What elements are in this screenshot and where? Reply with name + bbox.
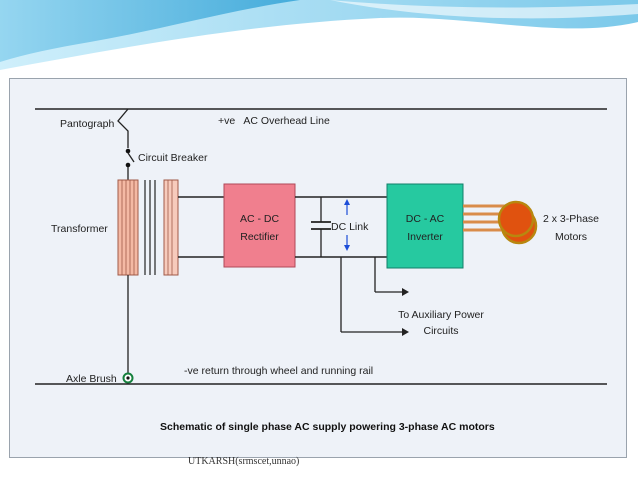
header-wave-front [0, 0, 300, 62]
aux-arrowhead-1 [402, 288, 409, 296]
breaker-contact-top [125, 148, 131, 154]
axle-brush-label: Axle Brush [66, 373, 117, 385]
return-line-label: -ve return through wheel and running rai… [184, 365, 373, 377]
inverter-block [386, 183, 464, 269]
motors-label-line2: Motors [555, 231, 587, 243]
axle-brush-dot [126, 376, 130, 380]
pantograph-symbol [117, 108, 129, 148]
aux-arrowhead-2 [402, 328, 409, 336]
dc-link-arrowhead-up [344, 199, 350, 205]
pantograph-label: Pantograph [60, 118, 114, 130]
dc-link-label: DC Link [331, 221, 369, 233]
rectifier-label-line2: Rectifier [240, 231, 279, 243]
header-wave-streak [330, 0, 638, 19]
dc-link-arrowhead-down [344, 245, 350, 251]
primary-coil-windings [121, 180, 135, 275]
secondary-coil-windings [167, 180, 173, 275]
footer-author: UTKARSH(srmscet,unnao) [188, 456, 300, 467]
circuit-breaker-label: Circuit Breaker [138, 152, 208, 164]
breaker-contact-bottom [125, 162, 131, 168]
transformer-secondary-coil [163, 179, 179, 276]
diagram-frame [9, 78, 627, 458]
motor-front-symbol [497, 200, 535, 238]
auxiliary-label-line2: Circuits [423, 325, 458, 337]
transformer-label: Transformer [51, 223, 108, 235]
rectifier-block [223, 183, 296, 268]
rectifier-label-line1: AC - DC [240, 213, 280, 225]
breaker-blade [127, 152, 135, 163]
inverter-label-line1: DC - AC [406, 213, 445, 225]
transformer-primary-coil [117, 179, 139, 276]
diagram-caption: Schematic of single phase AC supply powe… [160, 421, 495, 433]
motors-label-line1: 2 x 3-Phase [543, 213, 599, 225]
inverter-label-line2: Inverter [407, 231, 443, 243]
overhead-line-label: +ve AC Overhead Line [218, 115, 330, 127]
auxiliary-label-line1: To Auxiliary Power [398, 309, 484, 321]
